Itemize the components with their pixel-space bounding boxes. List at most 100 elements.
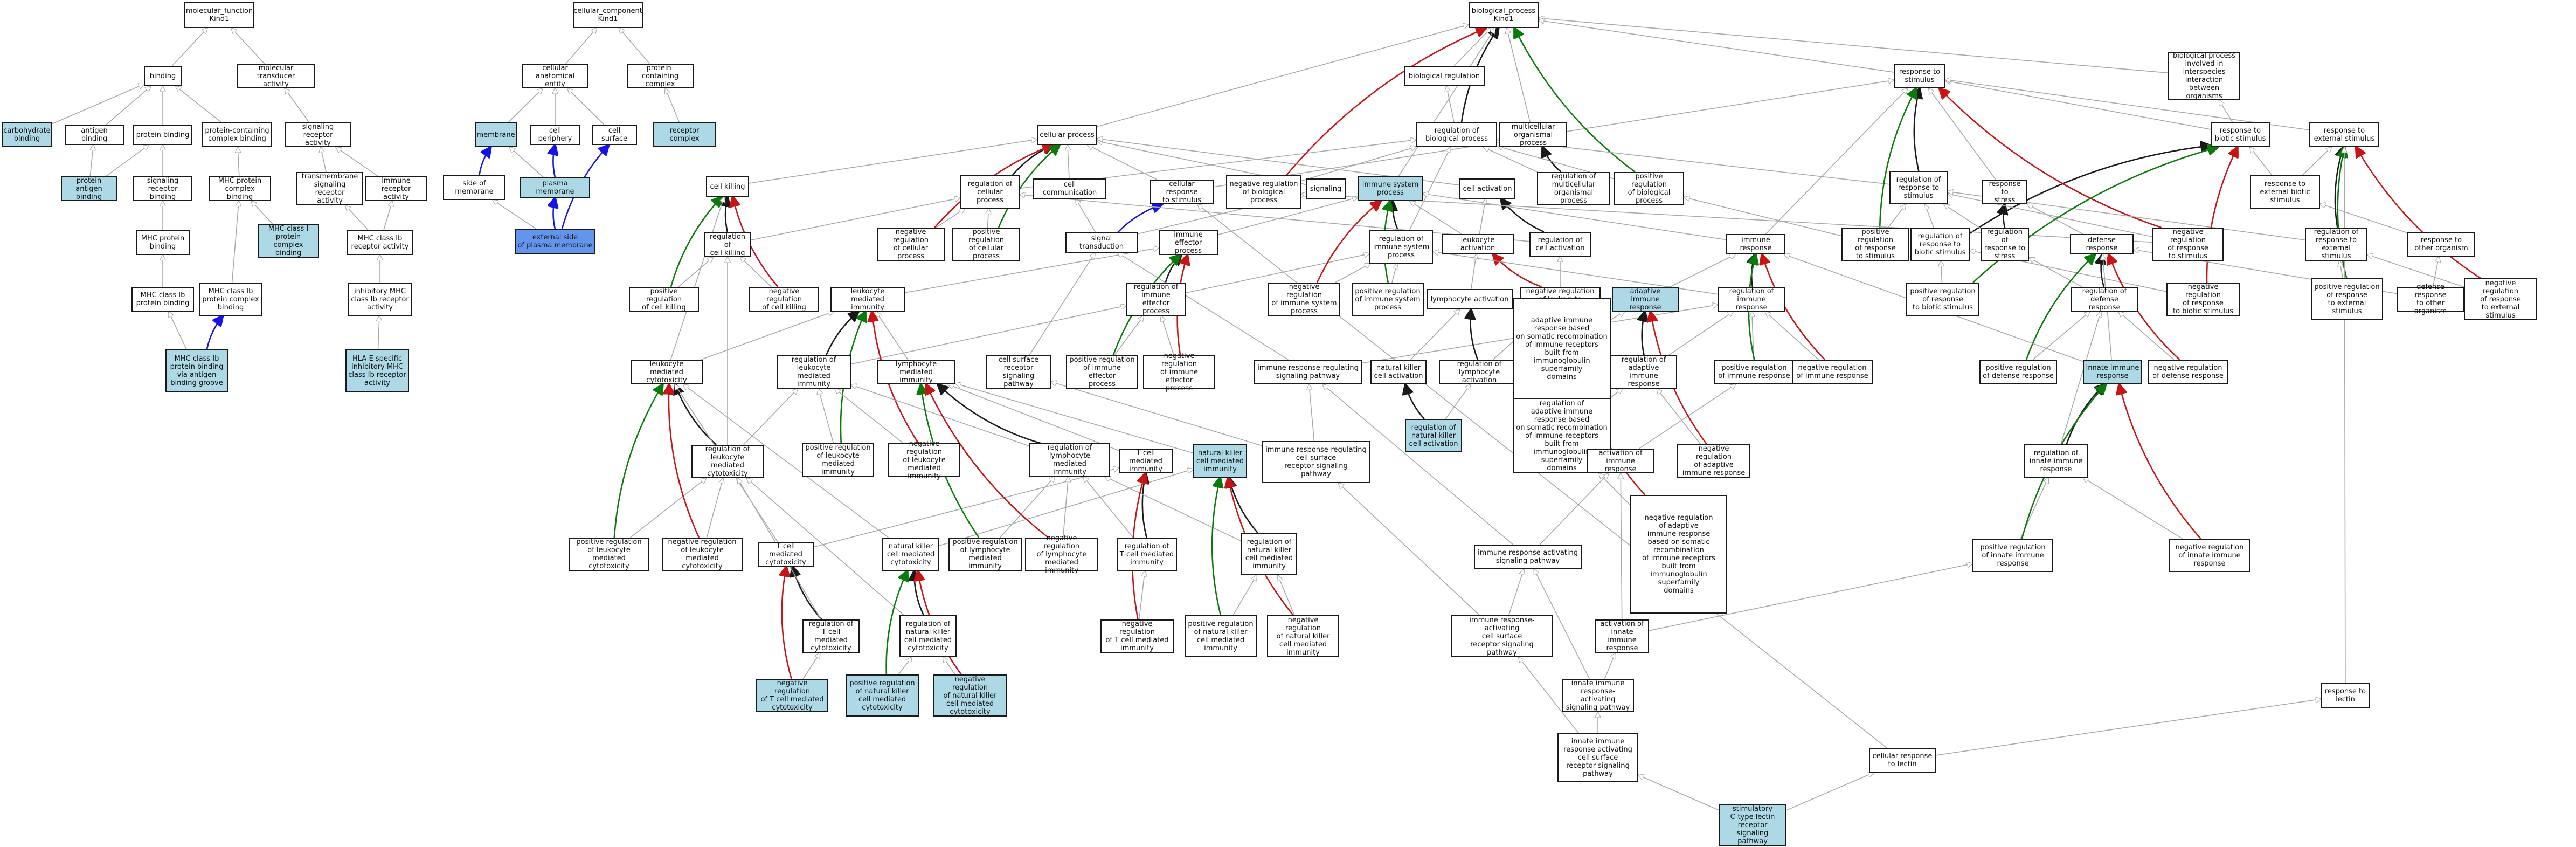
- term-node-inhmhc[interactable]: inhibitory MHC class Ib receptor activit…: [348, 283, 412, 316]
- term-node-poscellkill[interactable]: positive regulation of cell killing: [629, 287, 699, 312]
- term-node-rnkact[interactable]: regulation of natural killer cell activa…: [1405, 419, 1462, 452]
- term-node-sigtrans[interactable]: signal transduction: [1065, 232, 1138, 253]
- term-node-rlymphmedimm[interactable]: regulation of lymphocyte mediated immuni…: [1029, 443, 1110, 477]
- term-node-resp2stress[interactable]: response to stress: [1982, 180, 2027, 204]
- term-node-negrr2biotic[interactable]: negative regulation of response to bioti…: [2166, 283, 2240, 316]
- term-node-negrcp[interactable]: negative regulation of cellular process: [877, 228, 945, 261]
- term-node-posrimsys[interactable]: positive regulation of immune system pro…: [1352, 283, 1424, 316]
- term-node-negrinnate[interactable]: negative regulation of innate immune res…: [2169, 539, 2250, 572]
- term-node-actinnate[interactable]: activation of innate immune response: [1595, 619, 1649, 653]
- term-node-negradaptsomatic[interactable]: negative regulation of adaptive immune r…: [1630, 495, 1727, 614]
- term-node-negradaptresp[interactable]: negative regulation of adaptive immune r…: [1677, 444, 1750, 478]
- term-node-cc[interactable]: cellular_component Kind1: [573, 2, 643, 28]
- term-node-cellkill[interactable]: cell killing: [706, 176, 749, 197]
- term-node-cellproc[interactable]: cellular process: [1037, 125, 1097, 145]
- term-node-stimctype[interactable]: stimulatory C-type lectin receptor signa…: [1719, 804, 1786, 846]
- term-node-rleukmedimm[interactable]: regulation of leukocyte mediated immunit…: [777, 355, 851, 389]
- term-node-rnkmedimm[interactable]: regulation of natural killer cell mediat…: [1241, 533, 1297, 575]
- term-node-rinnateresp[interactable]: regulation of innate immune response: [2024, 444, 2088, 478]
- term-node-antigenb[interactable]: antigen binding: [65, 125, 124, 145]
- term-node-imrespregsig[interactable]: immune response-regulating signaling pat…: [1254, 360, 1362, 384]
- term-node-signaling[interactable]: signaling: [1306, 178, 1346, 199]
- term-node-defresp[interactable]: defense response: [2070, 234, 2134, 254]
- term-node-negrtcellmedimm[interactable]: negative regulation of T cell mediated i…: [1100, 619, 1174, 653]
- term-node-posrleukmedimm[interactable]: positive regulation of leukocyte mediate…: [802, 443, 874, 477]
- term-node-extside[interactable]: external side of plasma membrane: [515, 229, 595, 254]
- term-node-rimeff[interactable]: regulation of immune effector process: [1126, 283, 1186, 316]
- term-node-posrinnate[interactable]: positive regulation of innate immune res…: [1972, 539, 2053, 572]
- term-node-lymphact[interactable]: lymphocyte activation: [1427, 289, 1513, 309]
- term-node-pmem[interactable]: plasma membrane: [520, 177, 590, 198]
- term-node-imrespactsig[interactable]: immune response-activating signaling pat…: [1474, 545, 1582, 569]
- term-node-adaptresp[interactable]: adaptive immune response: [1612, 287, 1679, 312]
- term-node-innateactcsrsp[interactable]: innate immune response activating cell s…: [1557, 733, 1638, 782]
- term-node-negrnkmedcyto[interactable]: negative regulation of natural killer ce…: [933, 674, 1007, 717]
- term-node-radaptresp[interactable]: regulation of adaptive immune response: [1610, 355, 1677, 389]
- term-node-imrespregcsrsp[interactable]: immune response-regulating cell surface …: [1262, 441, 1370, 483]
- term-node-cae[interactable]: cellular anatomical entity: [522, 64, 588, 88]
- term-node-mhcpb[interactable]: MHC protein binding: [136, 230, 190, 255]
- term-node-mtransducer[interactable]: molecular transducer activity: [237, 64, 315, 88]
- term-node-carbo[interactable]: carbohydrate binding: [2, 122, 52, 147]
- term-node-posrcp[interactable]: positive regulation of cellular process: [952, 228, 1020, 261]
- term-node-mhc1bgroove[interactable]: MHC class Ib protein binding via antigen…: [165, 349, 228, 392]
- term-node-posrr2biotic[interactable]: positive regulation of response to bioti…: [1906, 283, 1979, 316]
- term-node-leukmedcyto[interactable]: leukocyte mediated cytotoxicity: [631, 360, 703, 384]
- term-node-tmsra[interactable]: transmembrane signaling receptor activit…: [296, 172, 363, 205]
- term-node-innateresp[interactable]: innate immune response: [2083, 360, 2142, 384]
- term-node-sideofmem[interactable]: side of membrane: [443, 175, 505, 200]
- term-node-rresp2stim[interactable]: regulation of response to stimulus: [1889, 171, 1948, 204]
- term-node-negrdefresp[interactable]: negative regulation of defense response: [2148, 360, 2228, 384]
- term-node-posrdefresp[interactable]: positive regulation of defense response: [1979, 360, 2057, 384]
- term-node-mf[interactable]: molecular_function Kind1: [184, 2, 254, 28]
- term-node-leukact[interactable]: leukocyte activation: [1442, 234, 1514, 254]
- term-node-srb[interactable]: signaling receptor binding: [133, 176, 192, 201]
- term-node-negrtcellmedcyto[interactable]: negative regulation of T cell mediated c…: [756, 679, 828, 712]
- term-node-cperiphery[interactable]: cell periphery: [530, 125, 580, 145]
- term-node-nkmedcyto[interactable]: natural killer cell mediated cytotoxicit…: [882, 538, 939, 571]
- term-node-adaptsomatic[interactable]: adaptive immune response based on somati…: [1513, 298, 1611, 400]
- term-node-rcellact[interactable]: regulation of cell activation: [1529, 232, 1591, 257]
- term-node-binding[interactable]: binding: [144, 66, 182, 86]
- term-node-hlae[interactable]: HLA-E specific inhibitory MHC class Ib r…: [345, 349, 409, 392]
- term-node-posrnkmedimm[interactable]: positive regulation of natural killer ce…: [1185, 615, 1257, 657]
- term-node-rcomplex[interactable]: receptor complex: [653, 122, 716, 147]
- term-node-negrleukmedcyto[interactable]: negative regulation of leukocyte mediate…: [662, 538, 743, 571]
- term-node-imrespactcsrsp[interactable]: immune response-activating cell surface …: [1451, 615, 1553, 657]
- term-node-tcellmedimm[interactable]: T cell mediated immunity: [1119, 449, 1173, 473]
- term-node-ribp[interactable]: regulation of biological process: [1416, 122, 1497, 147]
- term-node-negrbp[interactable]: negative regulation of biological proces…: [1226, 175, 1301, 209]
- term-node-pccb[interactable]: protein-containing complex binding: [202, 122, 272, 147]
- term-node-csrsp[interactable]: cell surface receptor signaling pathway: [986, 355, 1051, 389]
- term-node-nkact[interactable]: natural killer cell activation: [1370, 360, 1427, 384]
- term-node-posrbp[interactable]: positive regulation of biological proces…: [1614, 172, 1684, 205]
- term-node-rimsys[interactable]: regulation of immune system process: [1369, 230, 1433, 264]
- term-node-bioreg[interactable]: biological regulation: [1404, 66, 1485, 86]
- term-node-mhcpcb[interactable]: MHC protein complex binding: [209, 176, 271, 201]
- term-node-rtcellmedcyto[interactable]: regulation of T cell mediated cytotoxici…: [802, 619, 860, 653]
- term-node-resp2ebiotic[interactable]: response to external biotic stimulus: [2250, 175, 2320, 209]
- term-node-resp2lectin[interactable]: response to lectin: [2321, 683, 2370, 708]
- term-node-posrr2ext[interactable]: positive regulation of response to exter…: [2311, 278, 2383, 320]
- term-node-cellresp2lectin[interactable]: cellular response to lectin: [1869, 748, 1936, 773]
- term-node-posrlymphmedimm[interactable]: positive regulation of lymphocyte mediat…: [948, 538, 1022, 571]
- term-node-negrleukmedimm[interactable]: negative regulation of leukocyte mediate…: [888, 440, 960, 480]
- term-node-bp[interactable]: biological_process Kind1: [1469, 2, 1539, 28]
- term-node-rr2ext[interactable]: regulation of response to external stimu…: [2305, 228, 2367, 261]
- term-node-pab[interactable]: protein antigen binding: [61, 176, 117, 201]
- term-node-rtcellmedimm[interactable]: regulation of T cell mediated immunity: [1117, 538, 1177, 571]
- term-node-defresp2other[interactable]: defense response to other organism: [2397, 283, 2464, 315]
- term-node-negcellkill[interactable]: negative regulation of cell killing: [749, 287, 819, 312]
- term-node-lymphmedimm[interactable]: lymphocyte mediated immunity: [877, 360, 955, 384]
- term-node-posrr2s[interactable]: positive regulation of response to stimu…: [1841, 228, 1909, 261]
- term-node-membrane[interactable]: membrane: [475, 122, 517, 147]
- term-node-pccomplex[interactable]: protein-containing complex: [627, 64, 694, 88]
- term-node-leukmedimm[interactable]: leukocyte mediated immunity: [830, 287, 905, 312]
- term-node-resp2ext[interactable]: response to external stimulus: [2309, 122, 2379, 147]
- term-node-negrimeff[interactable]: negative regulation of immune effector p…: [1143, 352, 1215, 392]
- term-node-imsys[interactable]: immune system process: [1358, 176, 1423, 201]
- term-node-cellresp[interactable]: cellular response to stimulus: [1150, 180, 1214, 204]
- term-node-resp2other[interactable]: response to other organism: [2407, 232, 2475, 257]
- term-node-resp2stim[interactable]: response to stimulus: [1894, 64, 1945, 88]
- term-node-imeff[interactable]: immune effector process: [1159, 230, 1218, 255]
